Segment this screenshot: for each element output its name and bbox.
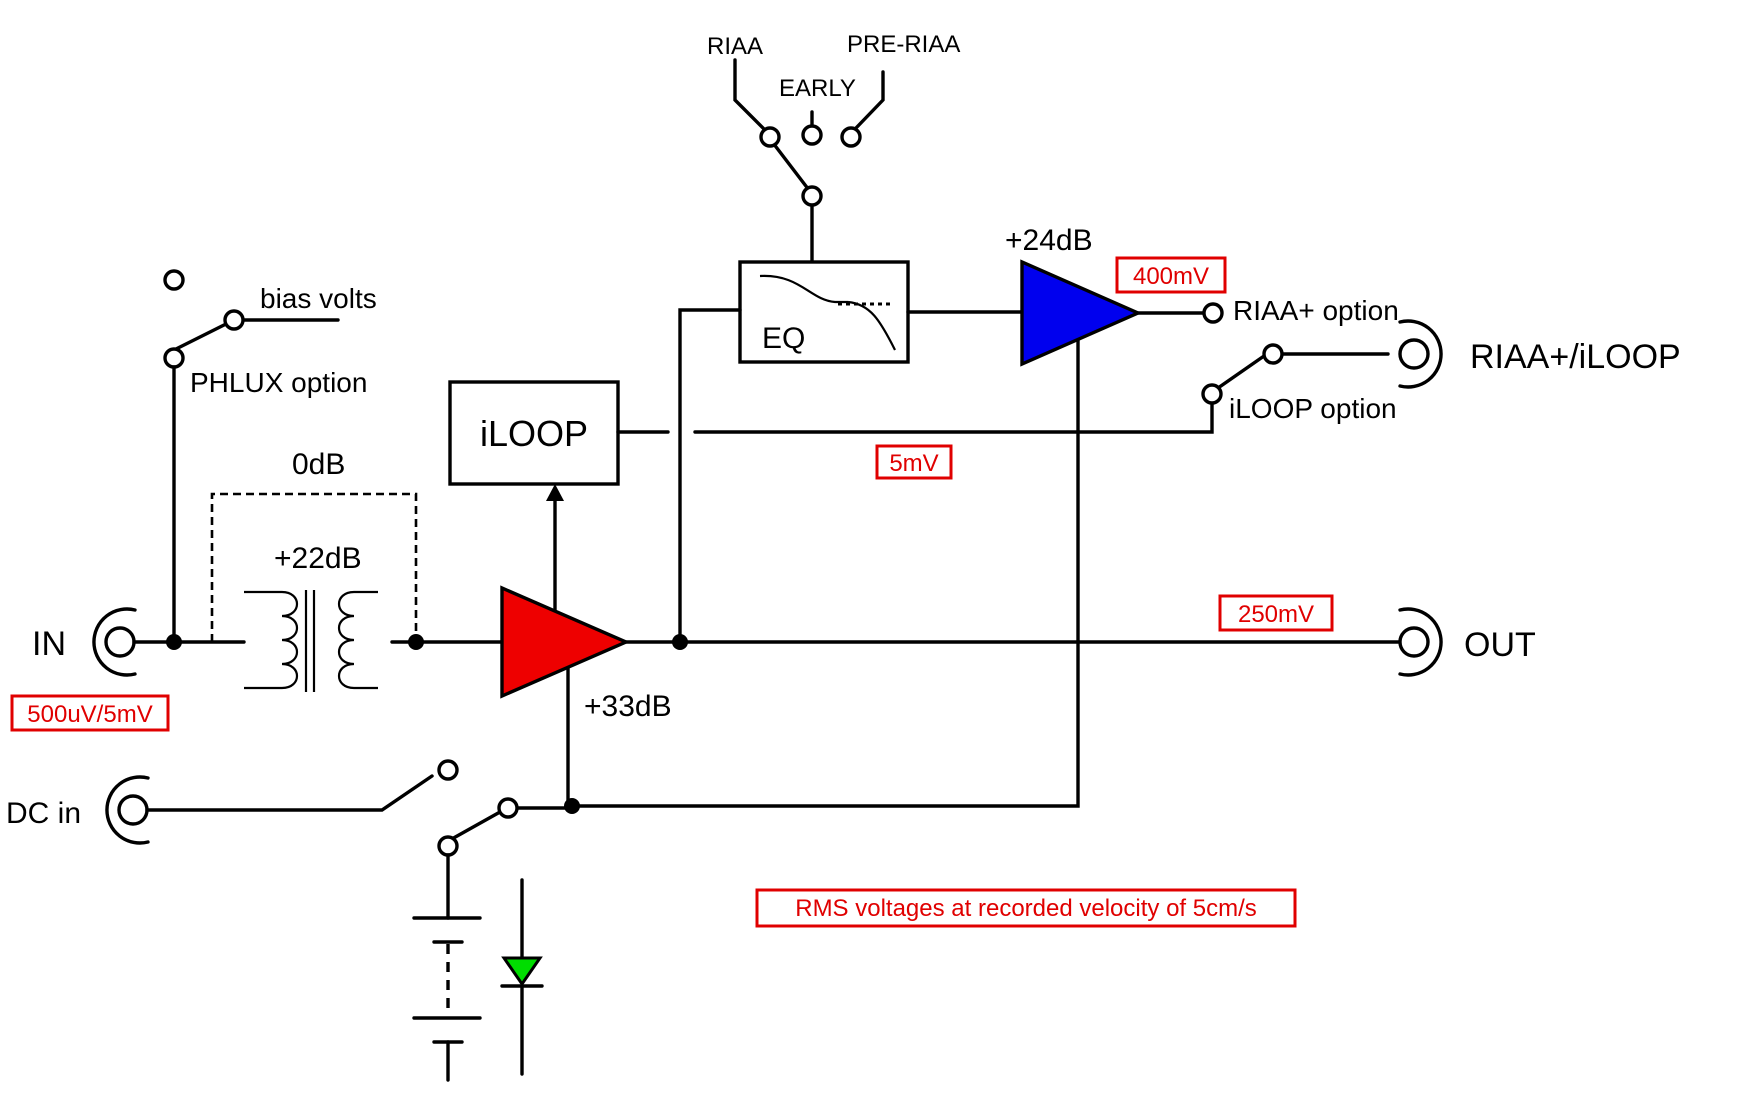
rms-note: RMS voltages at recorded velocity of 5cm… <box>795 895 1257 922</box>
iloop-out-wire-b <box>693 402 1214 434</box>
eq-junction <box>672 634 688 650</box>
label-22db: +22dB <box>274 542 362 575</box>
phlux-junction <box>166 634 182 650</box>
phlux-unused-terminal <box>163 269 185 291</box>
power-switch-common <box>497 797 519 819</box>
label-dc-in: DC in <box>6 797 81 830</box>
out-jack <box>1398 607 1443 677</box>
level-input: 500uV/5mV <box>27 701 152 728</box>
switch-common-terminal <box>801 185 823 207</box>
amp-24db <box>1020 259 1143 367</box>
level-400mv: 400mV <box>1133 263 1209 290</box>
riaa-iloop-jack <box>1398 319 1443 389</box>
amp-24db-supply-wire <box>570 338 1080 808</box>
label-phlux-option: PHLUX option <box>190 367 367 398</box>
label-riaa-iloop-out: RIAA+/iLOOP <box>1470 338 1681 376</box>
label-33db: +33dB <box>584 690 672 723</box>
label-riaa: RIAA <box>707 33 763 60</box>
bypass-junction <box>408 634 424 650</box>
level-badge-250mv <box>1218 594 1334 632</box>
iloop-block <box>448 380 620 486</box>
eq-selector-switch <box>733 58 885 264</box>
amp-33db <box>500 585 631 699</box>
label-0db: 0dB <box>292 448 345 481</box>
iloop-option-terminal <box>1201 383 1223 405</box>
phlux-common-terminal <box>163 347 185 369</box>
iloop-label: iLOOP <box>480 413 588 454</box>
phlux-switch-blade <box>172 321 230 352</box>
label-iloop-option: iLOOP option <box>1229 393 1397 424</box>
step-up-transformer <box>244 590 378 692</box>
switch-terminal-early <box>801 124 823 146</box>
riaa-iloop-switch <box>1201 343 1390 405</box>
switch-terminal-riaa <box>759 126 781 148</box>
dc-in-jack <box>105 775 150 845</box>
eq-label: EQ <box>762 322 805 355</box>
in-jack <box>92 607 137 677</box>
dc-in-terminal <box>437 759 459 781</box>
level-250mv: 250mV <box>1238 601 1314 628</box>
supply-junction <box>564 798 580 814</box>
bias-volts-terminal <box>223 309 245 331</box>
battery-terminal <box>437 835 459 857</box>
led-indicator <box>500 878 544 1076</box>
switch-terminal-pre-riaa <box>840 126 862 148</box>
label-out: OUT <box>1464 626 1536 664</box>
level-badge-400mv <box>1115 256 1227 294</box>
label-24db: +24dB <box>1005 224 1093 257</box>
label-early: EARLY <box>779 75 856 102</box>
level-badge-5mv <box>875 444 953 480</box>
label-in: IN <box>32 625 66 663</box>
dc-in-wire <box>145 774 434 812</box>
label-pre-riaa: PRE-RIAA <box>847 31 960 58</box>
iloop-feed-arrow <box>546 484 564 501</box>
riaa-iloop-switch-terminal <box>1262 343 1284 365</box>
eq-feed-wire <box>678 308 742 642</box>
battery-symbol <box>412 853 482 1082</box>
level-5mv: 5mV <box>889 450 938 477</box>
label-bias-volts: bias volts <box>260 283 377 314</box>
riaa-plus-option-terminal <box>1202 302 1224 324</box>
power-switch-blade <box>448 810 502 842</box>
bypass-0db-path <box>210 492 418 642</box>
rms-note-box <box>755 888 1297 928</box>
eq-block <box>738 260 910 364</box>
level-badge-input <box>10 694 170 732</box>
label-riaa-plus-option: RIAA+ option <box>1233 295 1399 326</box>
